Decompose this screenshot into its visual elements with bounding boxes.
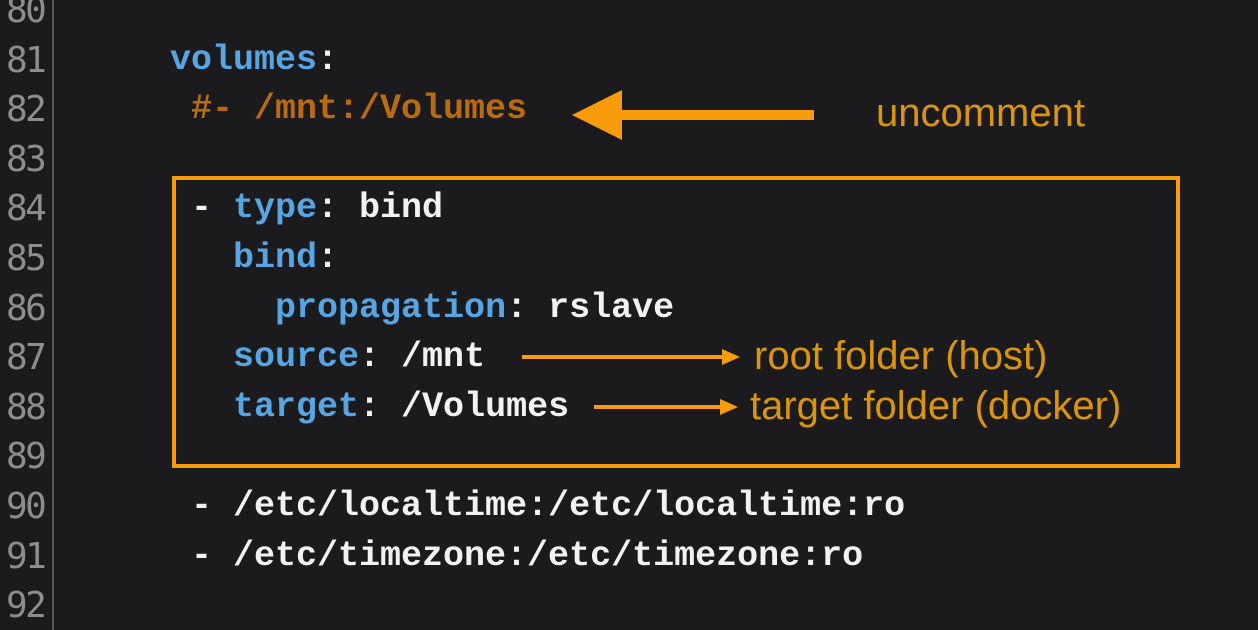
target-annotation-label: target folder (docker) [750, 384, 1122, 428]
code-line[interactable]: source: /mnt [170, 333, 1258, 383]
token-plain: : [317, 39, 339, 80]
token-plain: : /mnt [359, 337, 486, 378]
token-key: type [233, 188, 318, 229]
token-comment: #- /mnt:/Volumes [170, 89, 528, 130]
target-arrow-icon [594, 399, 738, 415]
code-line[interactable]: - type: bind [170, 184, 1258, 234]
token-key: volumes [170, 39, 318, 80]
token-plain: : /Volumes [359, 386, 570, 427]
code-line[interactable]: volumes: [170, 36, 1258, 86]
code-line[interactable]: - /etc/localtime:/etc/localtime:ro [170, 482, 1258, 532]
line-number: 82 [6, 89, 47, 131]
code-line[interactable]: #- /mnt:/Volumes [170, 85, 1258, 135]
token-plain: - [170, 188, 234, 229]
token-plain: - /etc/localtime:/etc/localtime:ro [170, 485, 906, 526]
token-plain: : bind [317, 188, 444, 229]
line-number-gutter: 80 81 82 83 84 85 86 87 88 89 90 91 92 [0, 0, 52, 630]
line-number: 84 [6, 188, 47, 230]
line-number: 88 [6, 386, 47, 428]
line-number: 86 [6, 287, 47, 329]
source-arrow-icon [522, 349, 740, 365]
token-key: propagation [275, 287, 507, 328]
uncomment-label: uncomment [876, 91, 1085, 135]
line-number: 87 [6, 337, 47, 379]
line-number: 89 [6, 436, 47, 478]
token-key: source [233, 337, 360, 378]
code-line[interactable] [170, 581, 1258, 630]
code-line[interactable]: bind: [170, 234, 1258, 284]
token-plain: - /etc/timezone:/etc/timezone:ro [170, 535, 864, 576]
token-key: bind [233, 237, 318, 278]
line-number: 92 [6, 585, 47, 627]
code-line[interactable]: - /etc/timezone:/etc/timezone:ro [170, 532, 1258, 582]
line-number: 80 [6, 0, 47, 31]
line-number: 81 [6, 39, 47, 81]
token-key: target [233, 386, 360, 427]
code-line[interactable] [170, 0, 1258, 36]
line-number: 85 [6, 237, 47, 279]
code-area[interactable]: volumes: #- /mnt:/Volumes - type: bind b… [170, 0, 1258, 630]
token-plain: : rslave [506, 287, 675, 328]
highlight-box [172, 176, 1180, 468]
line-number: 83 [6, 138, 47, 180]
gutter-divider [52, 0, 54, 630]
code-line[interactable]: propagation: rslave [170, 284, 1258, 334]
token-plain: : [317, 237, 339, 278]
line-number: 90 [6, 485, 47, 527]
uncomment-arrow-icon [572, 90, 814, 140]
code-line[interactable]: target: /Volumes [170, 383, 1258, 433]
line-number: 91 [6, 535, 47, 577]
source-annotation-label: root folder (host) [754, 334, 1048, 378]
